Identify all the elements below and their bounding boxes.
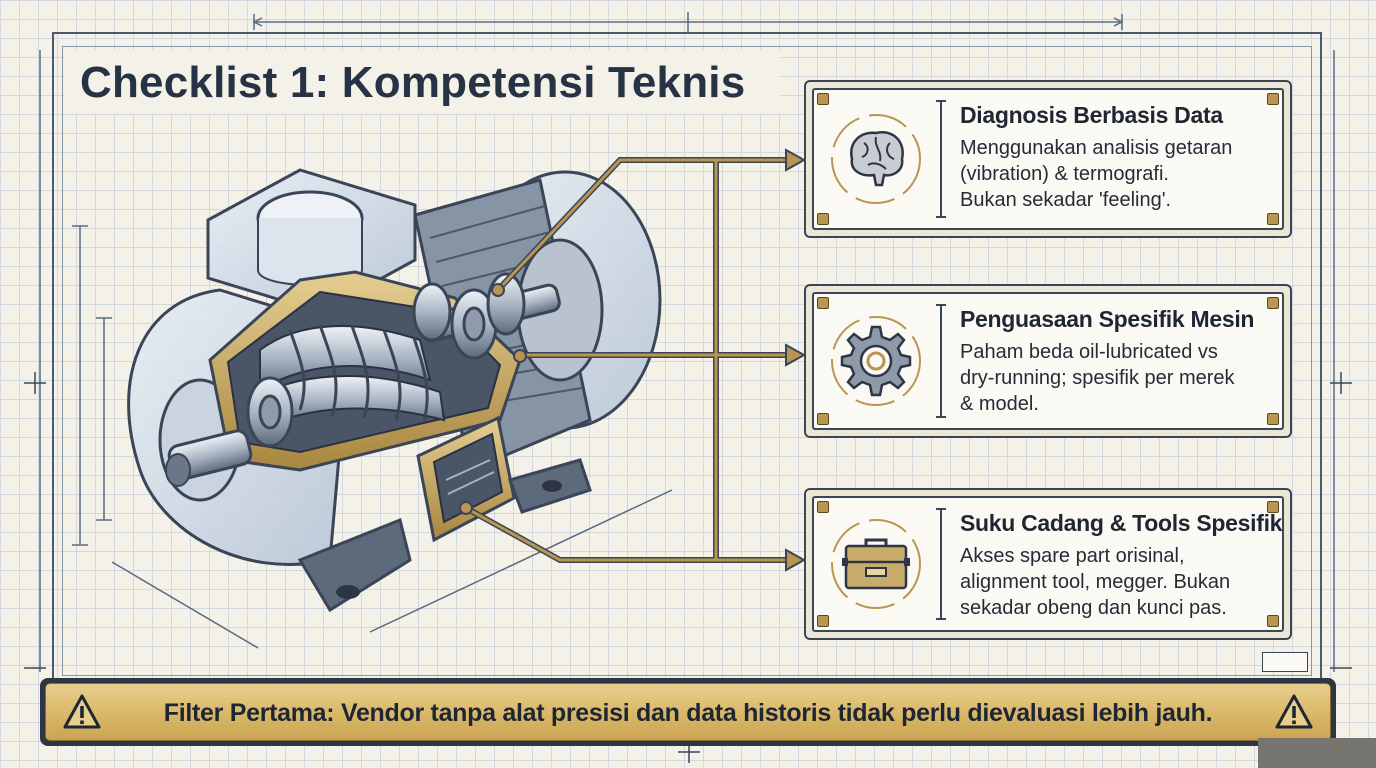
drawing-stamp (1262, 652, 1308, 672)
card-spare-parts-tools: Suku Cadang & Tools Spesifik Akses spare… (804, 488, 1292, 640)
brain-icon (831, 114, 921, 204)
left-dimension-lines (39, 50, 1335, 672)
card-body-machine-expertise: Paham beda oil-lubricated vs dry-running… (960, 341, 1235, 415)
base-feet (297, 458, 592, 613)
blueprint-inner-frame (62, 46, 1312, 676)
warning-icon (1275, 694, 1313, 729)
card-title-machine-expertise: Penguasaan Spesifik Mesin (960, 306, 1255, 332)
callout-dots (459, 283, 527, 515)
card-body-diagnosis: Menggunakan analisis getaran (vibration)… (960, 137, 1233, 211)
card-body-spare-parts-tools: Akses spare part orisinal, alignment too… (960, 545, 1231, 619)
card-machine-expertise: Penguasaan Spesifik Mesin Paham beda oil… (804, 284, 1292, 438)
title-backdrop (64, 50, 780, 114)
banner-text: Filter Pertama: Vendor tanpa alat presis… (163, 699, 1213, 727)
warning-icon (63, 694, 101, 729)
corner-block (1258, 738, 1376, 768)
top-dimension-line (252, 12, 1124, 34)
card-title-diagnosis: Diagnosis Berbasis Data (960, 102, 1223, 128)
filter-banner: Filter Pertama: Vendor tanpa alat presis… (40, 678, 1336, 746)
toolbox-icon (831, 519, 921, 609)
screw-rotors (259, 324, 446, 426)
gear-icon (831, 316, 921, 406)
terminal-box (416, 415, 516, 543)
page-title: Checklist 1: Kompetensi Teknis (80, 58, 746, 107)
bottom-dimension-lines (111, 489, 673, 649)
card-title-spare-parts-tools: Suku Cadang & Tools Spesifik (960, 510, 1283, 536)
card-diagnosis: Diagnosis Berbasis Data Menggunakan anal… (804, 80, 1292, 238)
callout-arrowheads (785, 148, 807, 572)
bearings (246, 272, 526, 448)
